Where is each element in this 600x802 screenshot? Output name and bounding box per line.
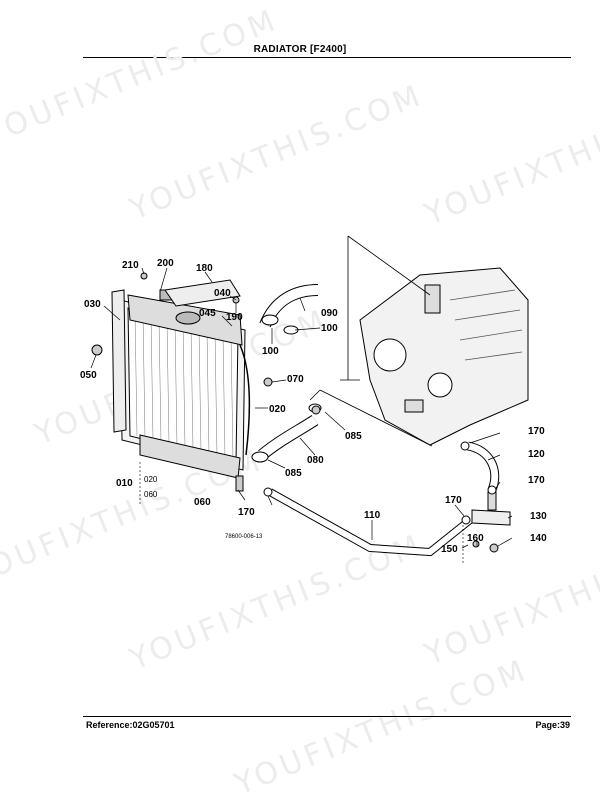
part-label: 200 [157,258,174,269]
header-rule [83,57,571,58]
part-label: 100 [321,323,338,334]
engine-block [359,267,529,446]
part-label: 085 [285,468,302,479]
part-labels: 210 200 180 040 030 045 190 090 100 100 … [80,258,547,555]
part-label: 020 [269,404,286,415]
part-label: 170 [528,426,545,437]
part-label: 045 [199,308,216,319]
part-label: 170 [445,495,462,506]
page-title: RADIATOR [F2400] [253,44,347,55]
part-label: 110 [364,510,381,521]
part-label: 130 [530,511,547,522]
part-label: 210 [122,260,139,271]
part-label: 150 [441,544,458,555]
part-label: 040 [214,288,231,299]
part-label: 010 [116,478,133,489]
part-label: 085 [345,431,362,442]
part-label: 100 [262,346,279,357]
page-number: Page:39 [535,720,570,730]
part-label: 180 [196,263,213,274]
part-label: 160 [467,533,484,544]
reference-number: Reference:02G05701 [86,720,175,730]
part-label: 170 [238,507,255,518]
part-label-ref: 060 [144,490,158,499]
part-label: 070 [287,374,304,385]
footer-rule [83,716,571,717]
part-label: 170 [528,475,545,486]
part-label: 050 [80,370,97,381]
figure-code: 78600-006-13 [225,534,263,540]
part-label: 080 [307,455,324,466]
part-label: 120 [528,449,545,460]
part-label-ref: 020 [144,475,158,484]
radiator-parts-diagram: 210 200 180 040 030 045 190 090 100 100 … [80,235,547,565]
part-label: 190 [226,312,243,323]
radiator-core [111,289,246,479]
part-label: 060 [194,497,211,508]
part-label: 140 [530,533,547,544]
part-label: 090 [321,308,338,319]
part-label: 030 [84,299,101,310]
